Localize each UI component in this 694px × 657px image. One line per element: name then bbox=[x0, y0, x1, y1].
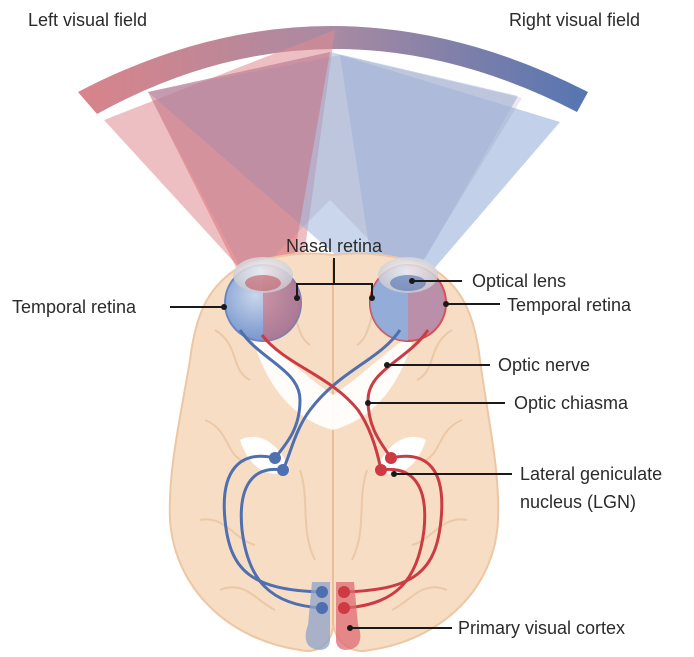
optical-lens-label: Optical lens bbox=[472, 271, 566, 291]
temporal-retina-right-label: Temporal retina bbox=[507, 295, 632, 315]
left-visual-field-label: Left visual field bbox=[28, 10, 147, 30]
right-eye bbox=[370, 257, 446, 341]
brain bbox=[170, 253, 498, 650]
primary-visual-cortex-label: Primary visual cortex bbox=[458, 618, 625, 638]
left-eye bbox=[225, 257, 301, 341]
lgn-label-line2: nucleus (LGN) bbox=[520, 492, 636, 512]
lgn-label-line1: Lateral geniculate bbox=[520, 464, 662, 484]
right-visual-field-label: Right visual field bbox=[509, 10, 640, 30]
temporal-retina-left-label: Temporal retina bbox=[12, 297, 137, 317]
nasal-retina-label: Nasal retina bbox=[286, 236, 383, 256]
optic-nerve-label: Optic nerve bbox=[498, 355, 590, 375]
optic-chiasma-label: Optic chiasma bbox=[514, 393, 629, 413]
